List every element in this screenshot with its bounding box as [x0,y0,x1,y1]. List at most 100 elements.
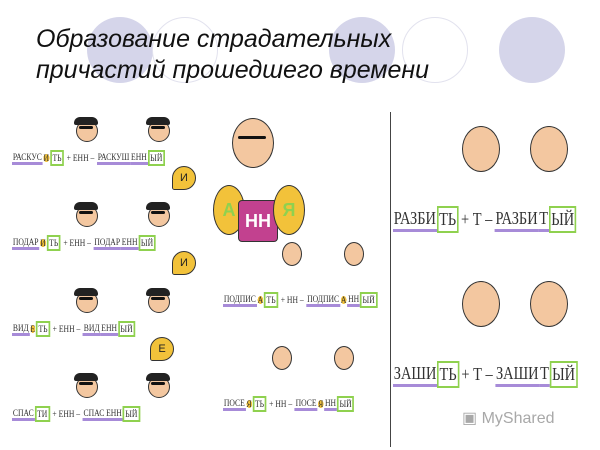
segment-stem: ПОДПИС [306,294,341,307]
sunglasses [151,382,165,385]
segment-stem: СПАС [12,408,35,421]
character-head [462,126,500,172]
segment-end: ТЬ [436,206,459,233]
character-head [334,346,354,370]
segment-stem: НН [324,398,337,411]
cap [74,373,98,381]
character-head [530,281,568,327]
segment-end: ТЬ [35,321,51,337]
segment-stem: РАЗБИ [494,208,539,232]
cap [74,117,98,125]
segment-stem: ЕНН [130,152,148,165]
sunglasses [79,297,93,300]
sunglasses [151,211,165,214]
character-head [272,346,292,370]
segment-stem: РАСКУС [12,152,43,165]
segment-end: ЫЙ [138,235,156,251]
glasses [238,136,266,139]
segment-end: ТЬ [263,292,279,308]
slide-title: Образование страдательных причастий прош… [36,24,429,86]
decor-circle [152,17,218,83]
cap [146,202,170,210]
character-head [282,242,302,266]
segment-op: + Т – [460,209,493,229]
segment-stem: ПОДАР [93,237,121,250]
segment-op: + ЕНН – [52,324,81,334]
character-head [462,281,500,327]
segment-op: + НН – [280,295,304,305]
watermark-text: MyShared [481,410,555,427]
segment-op: + ЕНН – [52,409,81,419]
segment-suf: Я [317,399,325,409]
segment-stem: ВИД [82,323,101,336]
cap [146,117,170,125]
segment-op: + НН – [269,399,293,409]
segment-stem: ПОДПИС [223,294,257,307]
segment-end: ЫЙ [548,206,577,233]
panel-divider [390,112,391,447]
title-line: Образование страдательных [36,25,392,53]
anna-letter: Я [273,185,305,235]
anna-head [232,118,274,168]
logo-icon: ▣ [462,410,482,427]
segment-op: + ЕНН – [63,238,92,248]
segment-stem: ЕНН [100,323,118,336]
sunglasses [79,126,93,129]
decor-circle [499,17,565,83]
segment-stem: ПОСЕ [223,398,246,411]
cap [146,288,170,296]
segment-suf: Е [29,324,36,334]
cap [74,202,98,210]
segment-suf: И [39,238,47,248]
segment-suf: А [256,295,264,305]
segment-op: + ЕНН – [66,153,95,163]
segment-stem: РАСКУШ [96,152,131,165]
letter-badge: Е [150,337,174,361]
segment-end: ТЬ [49,150,65,166]
segment-stem: ЗАШИ [495,363,540,387]
segment-stem: ЕНН [120,237,139,250]
segment-end: ТЬ [437,361,460,388]
character-head [344,242,364,266]
segment-stem: СПАС [82,408,106,421]
segment-end: ТИ [34,406,50,422]
decor-circle [329,17,395,83]
segment-stem: НН [347,294,360,307]
cap [146,373,170,381]
segment-suf: И [42,153,50,163]
segment-end: ТЬ [46,235,61,251]
segment-suf: Я [245,399,253,409]
segment-stem: ПОСЕ [294,398,318,411]
segment-stem: Т [538,208,549,232]
segment-stem: ВИД [12,323,30,336]
segment-end: ЫЙ [336,396,355,412]
character-head [530,126,568,172]
sunglasses [79,211,93,214]
segment-op: + Т – [461,364,493,384]
segment-end: ЫЙ [122,406,140,422]
segment-end: ЫЙ [117,321,136,337]
cap [74,288,98,296]
sunglasses [79,382,93,385]
segment-stem: ПОДАР [12,237,40,250]
segment-end: ЫЙ [359,292,378,308]
segment-stem: ЕНН [105,408,123,421]
segment-end: ТЬ [252,396,267,412]
watermark: ▣ MyShared [462,408,554,428]
sunglasses [151,126,165,129]
anna-letter: НН [238,200,278,242]
decor-circle [402,17,468,83]
segment-stem: ЗАШИ [393,363,438,387]
sunglasses [151,297,165,300]
letter-badge: И [172,251,196,275]
segment-suf: А [340,295,348,305]
segment-stem: Т [539,363,550,387]
title-line: причастий прошедшего времени [36,56,430,84]
